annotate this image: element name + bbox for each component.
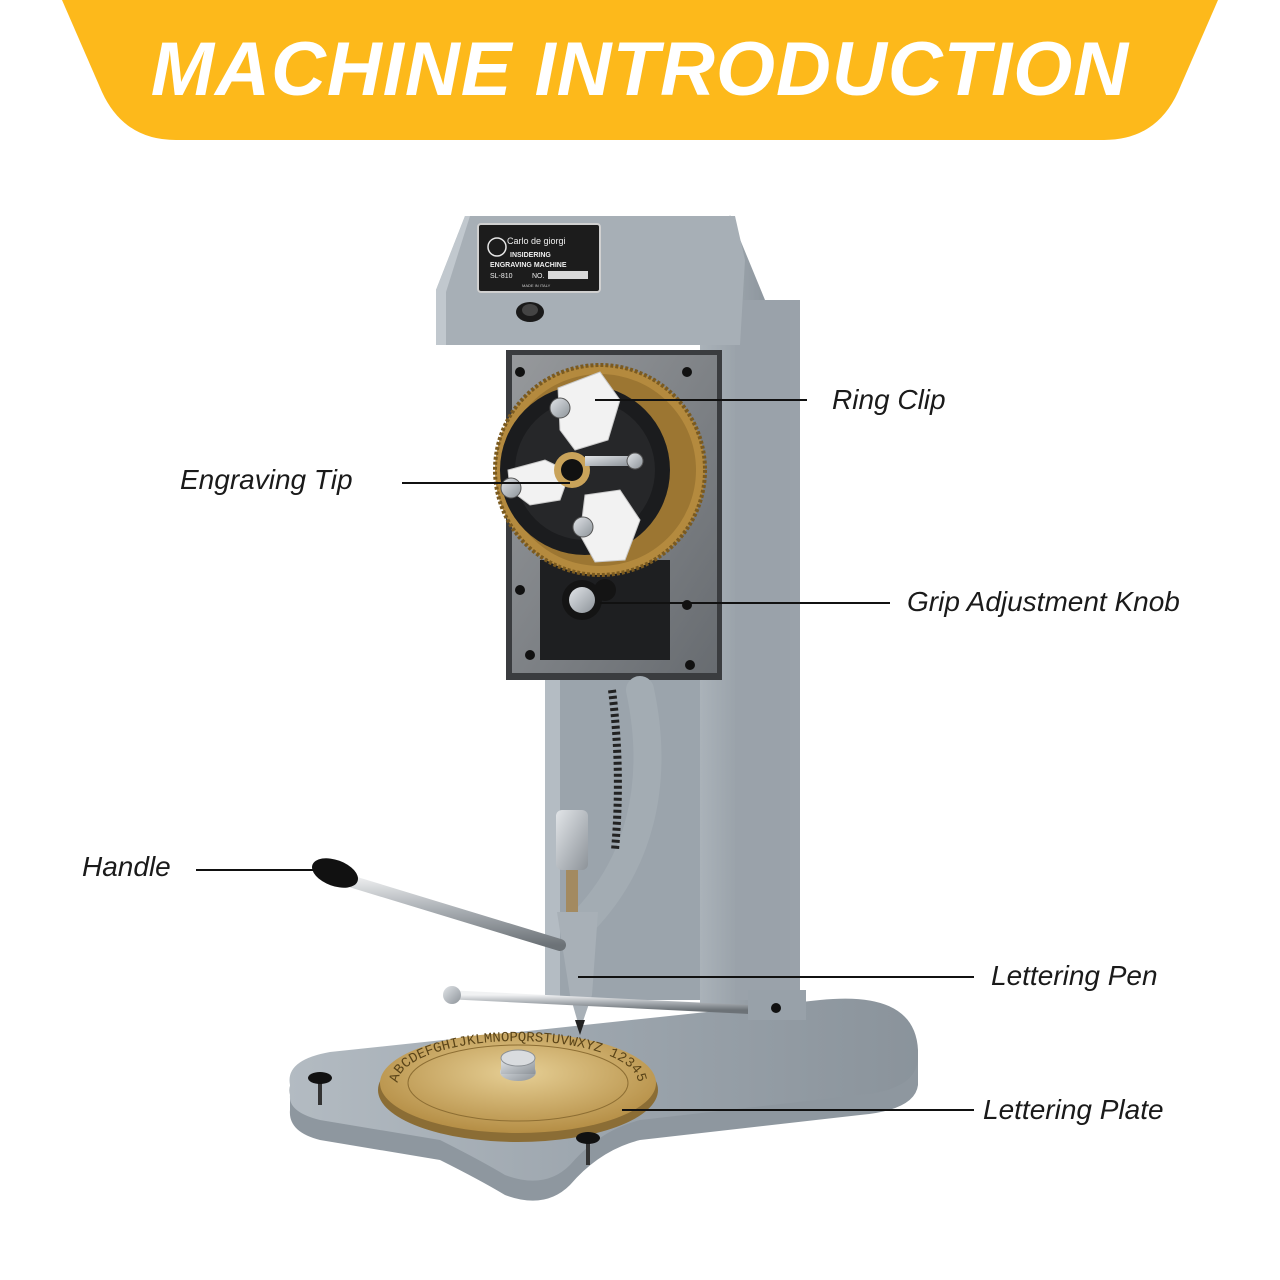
engraving-tip-leader bbox=[402, 482, 570, 484]
leveling-knobs bbox=[308, 1072, 600, 1165]
ring-clip-leader bbox=[595, 399, 807, 401]
nameplate-model: SL-810 bbox=[490, 273, 513, 280]
grip-adjustment-knob-label: Grip Adjustment Knob bbox=[907, 586, 1180, 617]
handle-label: Handle bbox=[82, 851, 171, 882]
nameplate-line1: INSIDERING bbox=[510, 252, 551, 259]
engraving-tip-assembly bbox=[554, 452, 644, 488]
page-title: MACHINE INTRODUCTION bbox=[150, 27, 1130, 112]
header-banner bbox=[62, 0, 1218, 140]
lettering-pen-label: Lettering Pen bbox=[991, 960, 1158, 991]
slide-bar bbox=[450, 990, 765, 1015]
nameplate-brand: Carlo de giorgi bbox=[507, 236, 566, 246]
engraving-tip-label: Engraving Tip bbox=[180, 464, 353, 495]
nameplate-line2: ENGRAVING MACHINE bbox=[490, 262, 567, 269]
face-plate-screws bbox=[515, 367, 695, 670]
pen-arm bbox=[566, 676, 662, 939]
lettering-plate-leader bbox=[622, 1109, 974, 1111]
ring-clip-label: Ring Clip bbox=[832, 384, 946, 415]
handle-leader bbox=[196, 869, 318, 871]
lettering-pen-leader bbox=[578, 976, 974, 978]
nameplate-origin: MADE IN ITALY bbox=[522, 283, 551, 288]
grip-adjustment-knob bbox=[562, 579, 616, 620]
handle bbox=[312, 858, 566, 951]
nameplate-no-label: NO. bbox=[532, 273, 545, 280]
lettering-plate-label: Lettering Plate bbox=[983, 1094, 1164, 1125]
nameplate: Carlo de giorgi INSIDERING ENGRAVING MAC… bbox=[477, 223, 601, 293]
grip-adjustment-knob-leader bbox=[600, 602, 890, 604]
